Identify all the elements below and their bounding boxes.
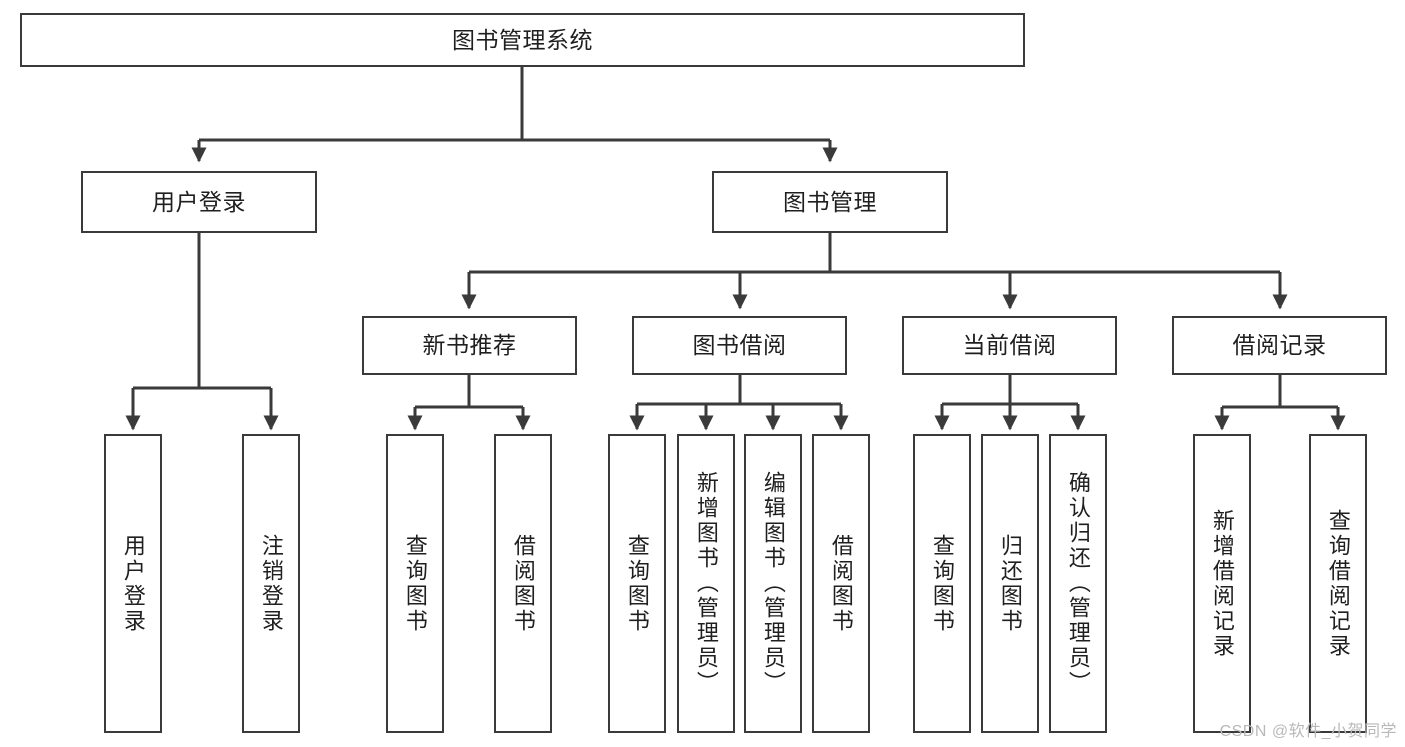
node-user-login-label: 用户登录: [152, 188, 246, 215]
leaf-user-login-login[interactable]: 用户登录: [104, 434, 162, 733]
leaf-record-add[interactable]: 新增借阅记录: [1193, 434, 1251, 733]
leaf-current-query-book[interactable]: 查询图书: [913, 434, 971, 733]
leaf-new-book-borrow[interactable]: 借阅图书: [494, 434, 552, 733]
leaf-current-return-book-label: 归还图书: [997, 533, 1023, 634]
node-book-management-label: 图书管理: [783, 188, 877, 215]
leaf-current-confirm-return-label: 确认归还（管理员）: [1065, 471, 1091, 696]
csdn-watermark: CSDN @软件_小贺同学: [1219, 723, 1397, 740]
leaf-borrow-add-book-label: 新增图书（管理员）: [693, 471, 719, 696]
leaf-borrow-borrow-book-label: 借阅图书: [828, 533, 854, 634]
leaf-borrow-edit-book-label: 编辑图书（管理员）: [760, 471, 786, 696]
leaf-record-query[interactable]: 查询借阅记录: [1309, 434, 1367, 733]
leaf-current-confirm-return[interactable]: 确认归还（管理员）: [1049, 434, 1107, 733]
leaf-current-return-book[interactable]: 归还图书: [981, 434, 1039, 733]
node-current-borrow-label: 当前借阅: [962, 332, 1057, 359]
node-book-borrow-label: 图书借阅: [692, 332, 787, 359]
leaf-new-book-query-label: 查询图书: [402, 533, 428, 634]
leaf-user-login-login-label: 用户登录: [120, 533, 146, 634]
node-borrow-record[interactable]: 借阅记录: [1172, 316, 1387, 375]
node-new-book-recommend-label: 新书推荐: [422, 332, 517, 359]
leaf-record-add-label: 新增借阅记录: [1209, 508, 1235, 659]
leaf-borrow-edit-book[interactable]: 编辑图书（管理员）: [744, 434, 802, 733]
node-book-borrow[interactable]: 图书借阅: [632, 316, 847, 375]
node-current-borrow[interactable]: 当前借阅: [902, 316, 1117, 375]
node-user-login[interactable]: 用户登录: [81, 171, 317, 233]
leaf-record-query-label: 查询借阅记录: [1325, 508, 1351, 659]
node-borrow-record-label: 借阅记录: [1232, 332, 1327, 359]
leaf-new-book-query[interactable]: 查询图书: [386, 434, 444, 733]
leaf-borrow-add-book[interactable]: 新增图书（管理员）: [677, 434, 735, 733]
node-root-system-label: 图书管理系统: [452, 26, 593, 53]
node-book-management[interactable]: 图书管理: [712, 171, 948, 233]
leaf-current-query-book-label: 查询图书: [929, 533, 955, 634]
leaf-borrow-borrow-book[interactable]: 借阅图书: [812, 434, 870, 733]
leaf-borrow-query-book-label: 查询图书: [624, 533, 650, 634]
leaf-borrow-query-book[interactable]: 查询图书: [608, 434, 666, 733]
node-root-system[interactable]: 图书管理系统: [20, 13, 1025, 67]
node-new-book-recommend[interactable]: 新书推荐: [362, 316, 577, 375]
leaf-new-book-borrow-label: 借阅图书: [510, 533, 536, 634]
leaf-user-login-logout-label: 注销登录: [258, 533, 284, 634]
leaf-user-login-logout[interactable]: 注销登录: [242, 434, 300, 733]
